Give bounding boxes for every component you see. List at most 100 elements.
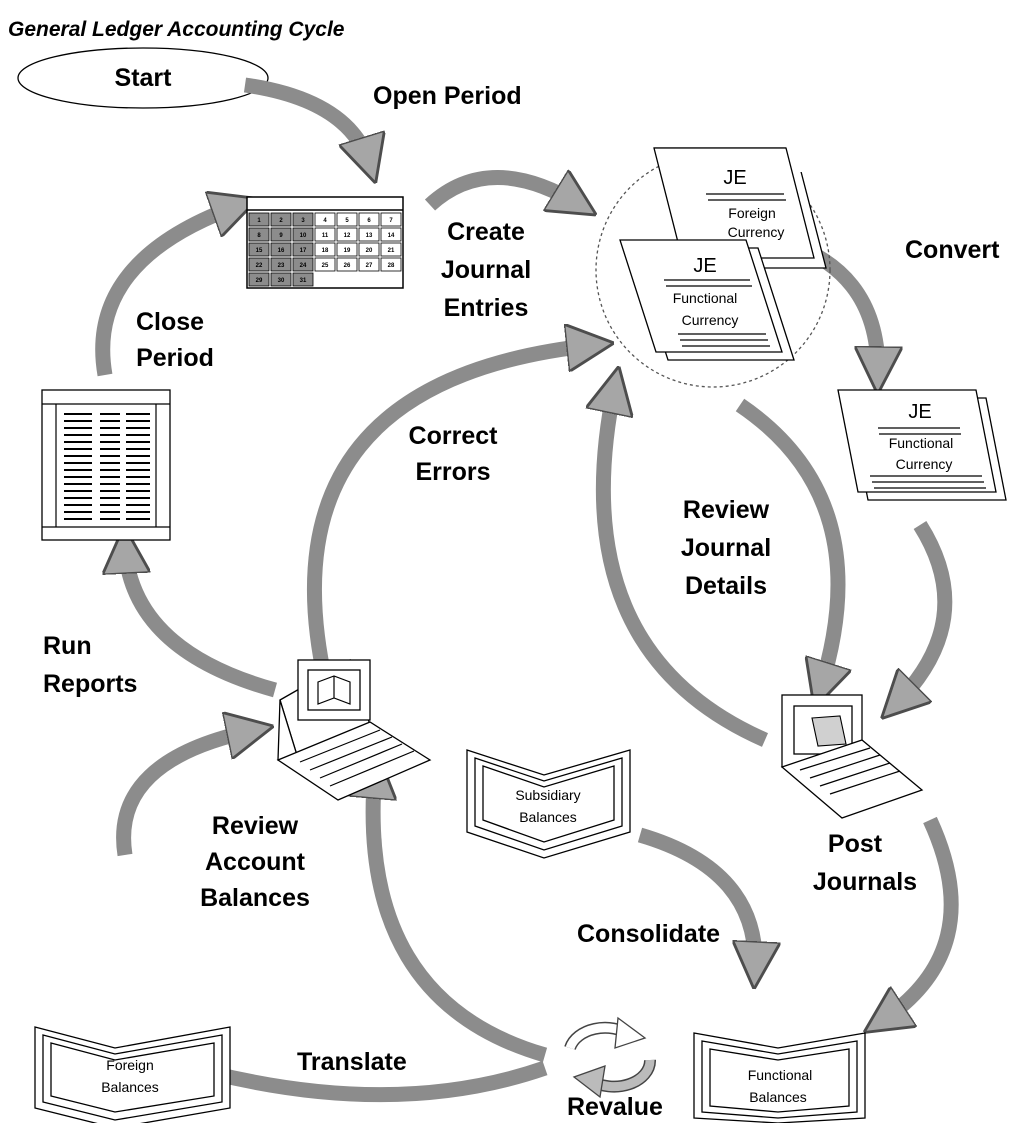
calendar-day-cell [314,227,336,242]
calendar-day-number: 31 [300,278,307,284]
arrow-post-to-functional [880,816,959,1022]
label-translate: Translate [297,1048,407,1076]
foreign-currency-line1: Foreign [728,205,775,221]
label-review-account-line2: Account [205,848,306,876]
calendar-day-cell [248,227,270,242]
label-run-reports-line2: Reports [43,670,137,698]
calendar-day-cell [270,272,292,287]
subsidiary-balances-book: Subsidiary Balances [466,749,631,859]
functional-balances-line2: Balances [749,1089,807,1105]
foreign-balances-line2: Balances [101,1079,159,1095]
calendar-day-cell [336,257,358,272]
calendar-day-cell [248,272,270,287]
je-foreign-label: JE [723,167,746,189]
report-document-icon [41,389,171,541]
converted-currency-line2: Currency [896,456,953,472]
calendar-day-number: 3 [301,218,305,224]
label-run-reports-line1: Run [43,632,92,660]
calendar-day-number: 20 [366,248,373,254]
calendar-day-cell [314,257,336,272]
arrow-consolidate [637,827,755,970]
label-review-journal-line1: Review [683,496,770,524]
computer-terminal-icon [276,659,432,801]
calendar-day-number: 12 [344,233,351,239]
calendar-day-number: 15 [256,248,263,254]
calendar-day-cell [292,227,314,242]
arrow-create-to-post [735,398,838,690]
label-consolidate: Consolidate [577,920,720,948]
calendar-day-number: 21 [388,248,395,254]
calendar-day-number: 17 [300,248,307,254]
calendar-day-cell [358,257,380,272]
calendar-day-number: 9 [279,233,283,239]
label-review-account-line3: Balances [200,884,310,912]
label-create-line1: Create [447,218,525,246]
calendar-day-number: 13 [366,233,373,239]
calendar-day-number: 16 [278,248,285,254]
label-close-line1: Close [136,308,204,336]
arrow-report-to-close [125,545,277,698]
calendar-day-number: 14 [388,233,395,239]
calendar-day-number: 18 [322,248,329,254]
calendar-day-number: 23 [278,263,285,269]
post-journals-terminal-icon [780,694,924,819]
arrow-close-to-calendar [95,205,240,377]
calendar-day-number: 27 [366,263,373,269]
label-close-line2: Period [136,344,214,372]
calendar-day-cell [292,257,314,272]
calendar-day-cell [336,227,358,242]
calendar-day-cell [336,212,358,227]
calendar-day-cell [314,242,336,257]
cycle-arrows [95,77,959,1103]
calendar-day-number: 28 [388,263,395,269]
label-convert: Convert [905,236,1000,264]
foreign-balances-book: Foreign Balances [34,1026,231,1123]
calendar-day-cell [358,212,380,227]
je-converted-document: JE Functional Currency [837,389,1007,501]
calendar-day-number: 11 [322,233,329,239]
arrow-correct-errors [306,345,595,682]
functional-balances-book: Functional Balances [693,1032,866,1123]
calendar-day-cell [314,212,336,227]
calendar-day-cell [358,242,380,257]
calendar-day-cell [270,242,292,257]
calendar-day-cell [248,212,270,227]
label-revalue: Revalue [567,1093,663,1121]
calendar-day-cell [270,212,292,227]
calendar-day-number: 30 [278,278,285,284]
calendar-day-number: 1 [257,218,261,224]
revalue-cycle-icon [564,1016,656,1099]
label-review-account-line1: Review [212,812,299,840]
label-create-line3: Entries [444,294,529,322]
calendar-day-cell [380,257,402,272]
calendar-day-number: 10 [300,233,307,239]
start-node: Start [17,47,269,109]
functional-currency-line2: Currency [682,312,739,328]
converted-currency-line1: Functional [889,435,954,451]
arrow-calendar-to-create [424,178,580,206]
calendar-day-number: 6 [367,218,371,224]
subsidiary-line2: Balances [519,809,577,825]
calendar-day-cell [292,272,314,287]
calendar-day-cell [336,242,358,257]
label-open-period: Open Period [373,82,522,110]
label-review-journal-line3: Details [685,572,767,600]
calendar-day-number: 22 [256,263,263,269]
calendar-day-number: 7 [389,218,393,224]
calendar-day-number: 8 [257,233,261,239]
calendar-day-number: 2 [279,218,283,224]
label-review-journal-line2: Journal [681,534,771,562]
calendar-day-cell [270,257,292,272]
calendar-day-number: 25 [322,263,329,269]
label-correct-line1: Correct [409,422,499,450]
je-functional-label: JE [693,255,716,277]
calendar-day-number: 26 [344,263,351,269]
calendar-day-cell [380,227,402,242]
je-functional-document: JE Functional Currency [619,239,795,361]
journal-entries-circle [595,152,831,388]
functional-currency-line1: Functional [673,290,738,306]
calendar-day-cell [380,242,402,257]
arrow-revalue-to-terminal [373,770,548,1063]
foreign-currency-line2: Currency [728,224,785,240]
calendar-day-number: 24 [300,263,307,269]
